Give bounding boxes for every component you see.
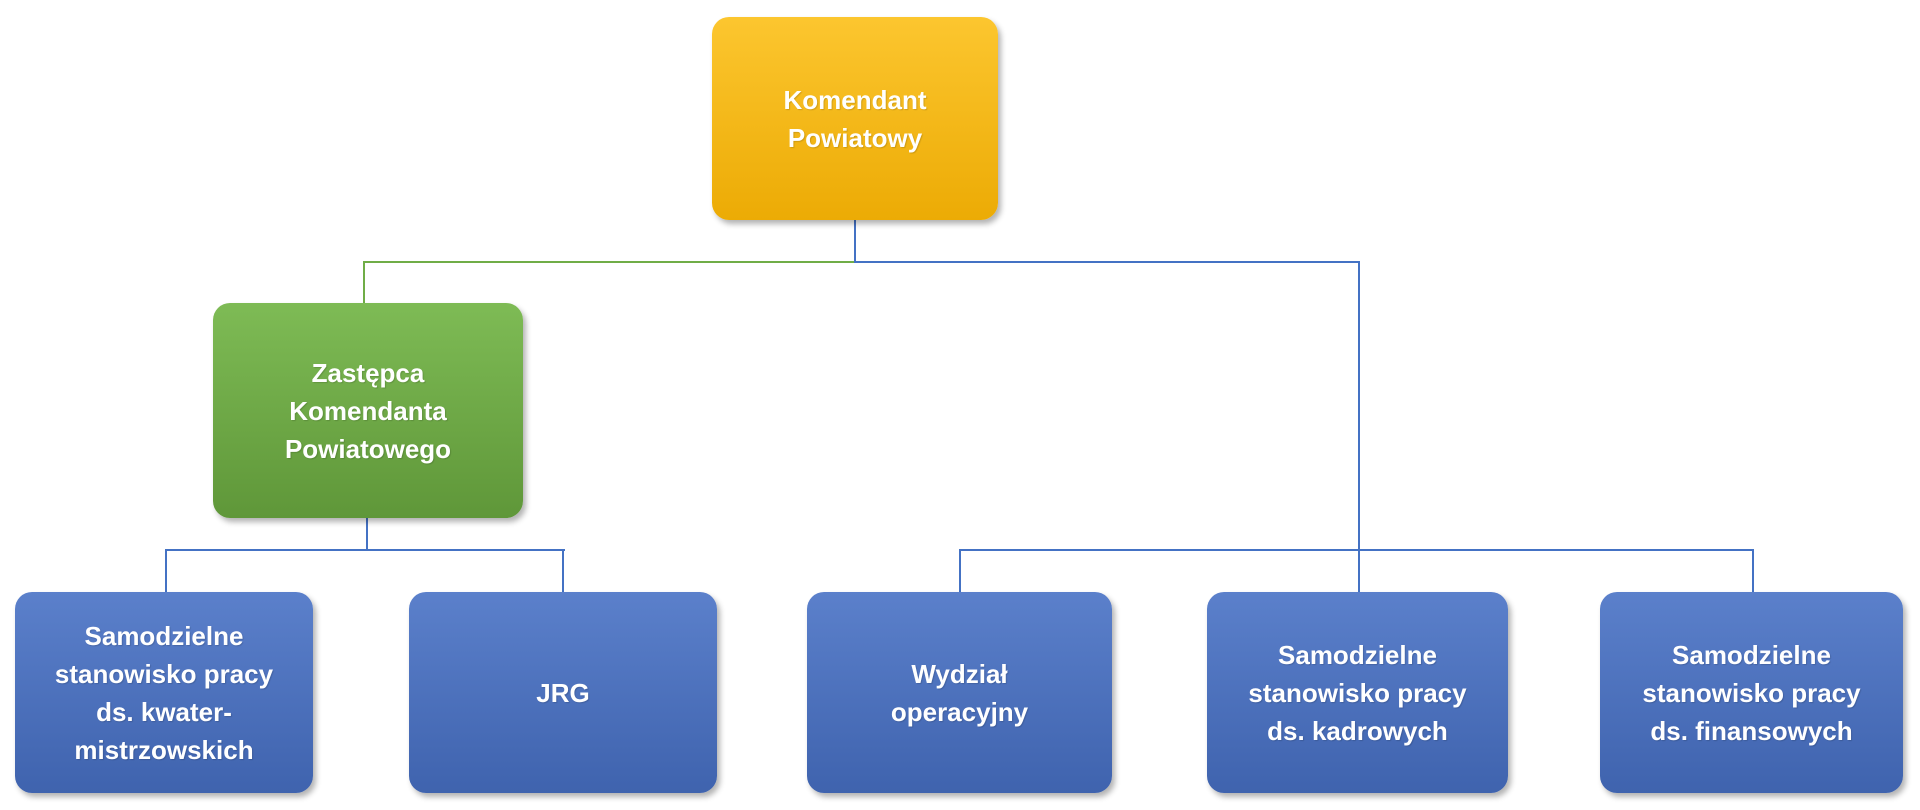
connector-wydzial-drop — [959, 549, 961, 593]
connector-kwater-drop — [165, 549, 167, 593]
org-node-label: Wydział operacyjny — [890, 658, 1029, 727]
org-node-zastepca-komendanta: Zastępca Komendanta Powiatowego — [213, 303, 523, 518]
connector-zastepca-drop — [363, 261, 365, 304]
org-node-label: JRG — [536, 677, 590, 708]
org-node-kwatermistrzowskie: Samodzielne stanowisko pracy ds. kwater-… — [15, 592, 313, 793]
org-node-label: Samodzielne stanowisko pracy ds. finanso… — [1642, 639, 1861, 746]
connector-left-group-h — [165, 549, 565, 551]
org-node-jrg: JRG — [409, 592, 717, 793]
org-node-finansowe: Samodzielne stanowisko pracy ds. finanso… — [1600, 592, 1903, 793]
connector-komendant-right-h — [854, 261, 1360, 263]
org-node-label: Zastępca Komendanta Powiatowego — [284, 357, 452, 464]
connector-jrg-drop — [562, 549, 564, 593]
org-node-wydzial-operacyjny: Wydział operacyjny — [807, 592, 1112, 793]
org-node-kadrowe: Samodzielne stanowisko pracy ds. kadrowy… — [1207, 592, 1508, 793]
connector-komendant-zastepca-h — [363, 261, 855, 263]
org-node-komendant-powiatowy: Komendant Powiatowy — [712, 17, 998, 220]
connector-right-group-h — [959, 549, 1754, 551]
org-node-label: Komendant Powiatowy — [783, 84, 927, 153]
org-node-label: Samodzielne stanowisko pracy ds. kadrowy… — [1248, 639, 1467, 746]
connector-komendant-stem — [854, 218, 856, 263]
connector-zastepca-stem — [366, 516, 368, 551]
connector-right-stem — [1358, 261, 1360, 593]
connector-finansowych-drop — [1752, 549, 1754, 593]
org-node-label: Samodzielne stanowisko pracy ds. kwater-… — [54, 620, 274, 765]
